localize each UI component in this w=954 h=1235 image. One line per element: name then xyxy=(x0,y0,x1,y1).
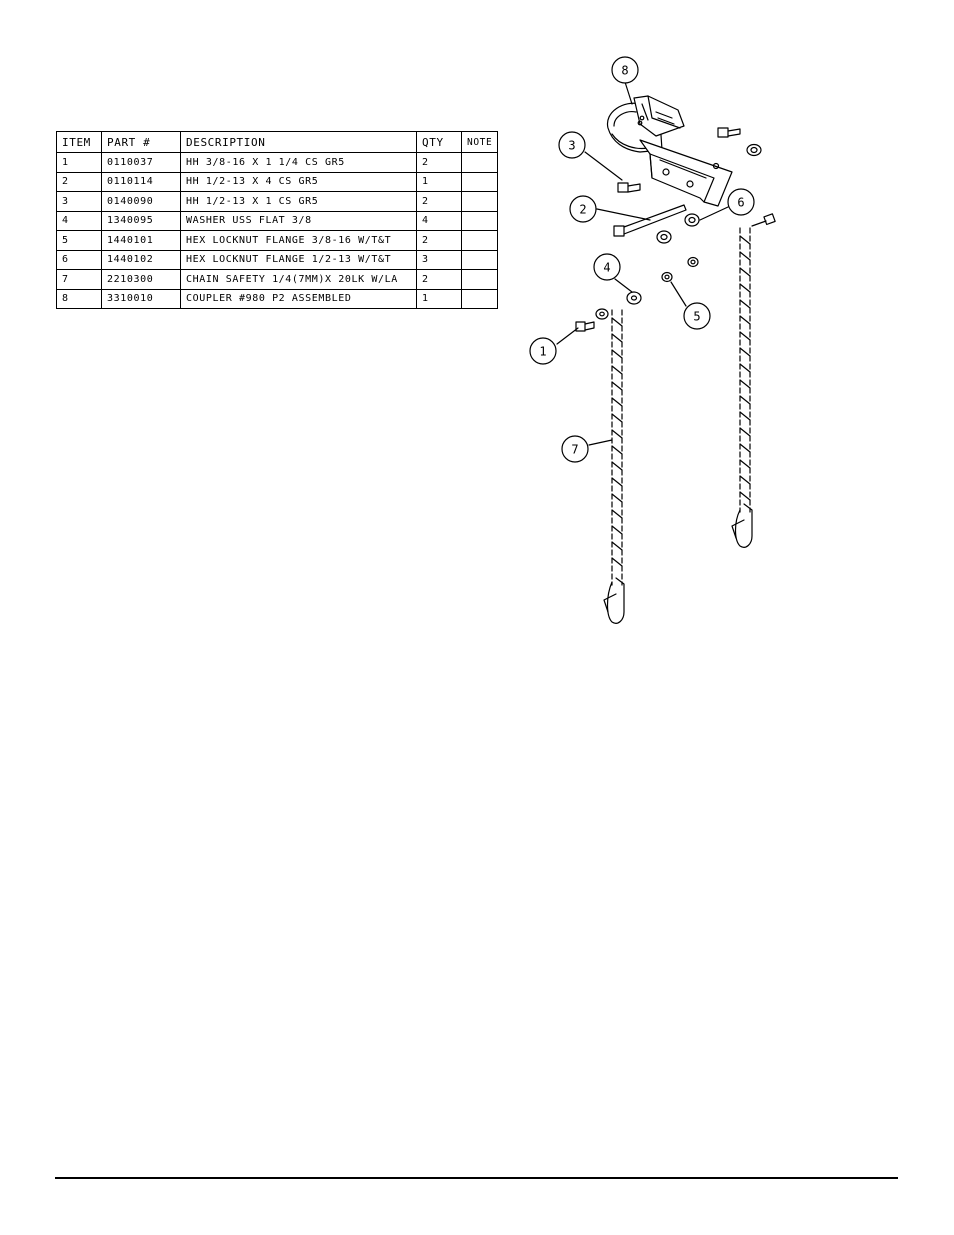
cell-qty: 2 xyxy=(416,152,462,173)
cell-description: WASHER USS FLAT 3/8 xyxy=(180,210,417,231)
cell-note xyxy=(460,249,499,270)
header-qty: QTY xyxy=(416,131,462,153)
cell-item: 5 xyxy=(56,230,102,251)
cell-part: 0110037 xyxy=(101,152,181,173)
cell-item: 1 xyxy=(56,152,102,173)
bolt-part xyxy=(751,213,776,227)
chain-item-7-left xyxy=(603,309,625,624)
leader-line xyxy=(584,151,623,181)
table-header-row: ITEM PART # DESCRIPTION QTY NOTE xyxy=(56,131,499,153)
header-note: NOTE xyxy=(460,131,499,153)
balloon-3: 3 xyxy=(558,131,586,159)
svg-text:7: 7 xyxy=(571,443,578,457)
cell-description: HEX LOCKNUT FLANGE 1/2-13 W/T&T xyxy=(180,249,417,270)
header-description: DESCRIPTION xyxy=(180,131,417,153)
cell-note xyxy=(460,171,499,192)
locknut-part xyxy=(656,230,672,244)
table-row: 4 1340095 WASHER USS FLAT 3/8 4 xyxy=(56,210,499,231)
cell-item: 7 xyxy=(56,269,102,290)
leader-line xyxy=(596,208,651,221)
table-row: 6 1440102 HEX LOCKNUT FLANGE 1/2-13 W/T&… xyxy=(56,249,499,270)
cell-item: 6 xyxy=(56,249,102,270)
locknut-item-6 xyxy=(684,213,700,227)
cell-note xyxy=(460,191,499,212)
table-row: 2 0110114 HH 1/2-13 X 4 CS GR5 1 xyxy=(56,171,499,192)
cell-note xyxy=(460,210,499,231)
cell-qty: 2 xyxy=(416,269,462,290)
leader-line xyxy=(588,439,613,446)
cell-description: COUPLER #980 P2 ASSEMBLED xyxy=(180,288,417,309)
balloon-1: 1 xyxy=(529,337,557,365)
cell-note xyxy=(460,230,499,251)
washer-item-4 xyxy=(626,291,642,305)
table-row: 1 0110037 HH 3/8-16 X 1 1/4 CS GR5 2 xyxy=(56,152,499,173)
cell-item: 3 xyxy=(56,191,102,212)
balloon-2: 2 xyxy=(569,195,597,223)
cell-description: HH 1/2-13 X 1 CS GR5 xyxy=(180,191,417,212)
svg-text:5: 5 xyxy=(693,310,700,324)
svg-text:8: 8 xyxy=(621,64,628,78)
balloon-8: 8 xyxy=(611,56,639,84)
cell-part: 2210300 xyxy=(101,269,181,290)
header-item: ITEM xyxy=(56,131,102,153)
cell-qty: 1 xyxy=(416,288,462,309)
cell-description: HEX LOCKNUT FLANGE 3/8-16 W/T&T xyxy=(180,230,417,251)
svg-text:6: 6 xyxy=(737,196,744,210)
balloon-6: 6 xyxy=(727,188,755,216)
coupler-part xyxy=(606,95,733,207)
chain-item-7-right xyxy=(731,227,753,548)
balloon-4: 4 xyxy=(593,253,621,281)
leader-line xyxy=(614,278,633,293)
cell-qty: 2 xyxy=(416,191,462,212)
cell-qty: 3 xyxy=(416,249,462,270)
leader-line xyxy=(699,206,729,221)
svg-text:1: 1 xyxy=(539,345,546,359)
bolt-part xyxy=(717,127,741,138)
leader-line xyxy=(624,81,633,105)
table-row: 5 1440101 HEX LOCKNUT FLANGE 3/8-16 W/T&… xyxy=(56,230,499,251)
bolt-item-3 xyxy=(617,182,641,193)
cell-qty: 4 xyxy=(416,210,462,231)
balloon-7: 7 xyxy=(561,435,589,463)
table-row: 7 2210300 CHAIN SAFETY 1/4(7MM)X 20LK W/… xyxy=(56,269,499,290)
cell-part: 1440102 xyxy=(101,249,181,270)
cell-qty: 1 xyxy=(416,171,462,192)
leader-line xyxy=(670,281,687,307)
balloon-5: 5 xyxy=(683,302,711,330)
footer-rule xyxy=(55,1177,898,1179)
locknut-part xyxy=(687,256,699,268)
table-row: 3 0140090 HH 1/2-13 X 1 CS GR5 2 xyxy=(56,191,499,212)
washer-part xyxy=(595,308,609,320)
cell-note xyxy=(460,288,499,309)
bill-of-materials-table: ITEM PART # DESCRIPTION QTY NOTE 1 01100… xyxy=(56,131,499,309)
svg-text:4: 4 xyxy=(603,261,610,275)
svg-text:2: 2 xyxy=(579,203,586,217)
cell-part: 3310010 xyxy=(101,288,181,309)
locknut-item-5 xyxy=(661,271,673,283)
cell-qty: 2 xyxy=(416,230,462,251)
svg-text:3: 3 xyxy=(568,139,575,153)
cell-description: HH 1/2-13 X 4 CS GR5 xyxy=(180,171,417,192)
bolt-item-2 xyxy=(613,204,687,237)
cell-item: 2 xyxy=(56,171,102,192)
cell-item: 8 xyxy=(56,288,102,309)
cell-item: 4 xyxy=(56,210,102,231)
exploded-parts-drawing: 8 3 2 6 4 5 1 7 xyxy=(529,56,776,624)
cell-note xyxy=(460,152,499,173)
cell-part: 1440101 xyxy=(101,230,181,251)
header-part-number: PART # xyxy=(101,131,181,153)
table-row: 8 3310010 COUPLER #980 P2 ASSEMBLED 1 xyxy=(56,288,499,309)
cell-description: CHAIN SAFETY 1/4(7MM)X 20LK W/LA xyxy=(180,269,417,290)
cell-part: 0140090 xyxy=(101,191,181,212)
leader-line xyxy=(556,327,579,345)
bolt-item-1 xyxy=(575,321,595,332)
cell-part: 0110114 xyxy=(101,171,181,192)
cell-note xyxy=(460,269,499,290)
cell-part: 1340095 xyxy=(101,210,181,231)
locknut-part xyxy=(746,143,762,157)
cell-description: HH 3/8-16 X 1 1/4 CS GR5 xyxy=(180,152,417,173)
